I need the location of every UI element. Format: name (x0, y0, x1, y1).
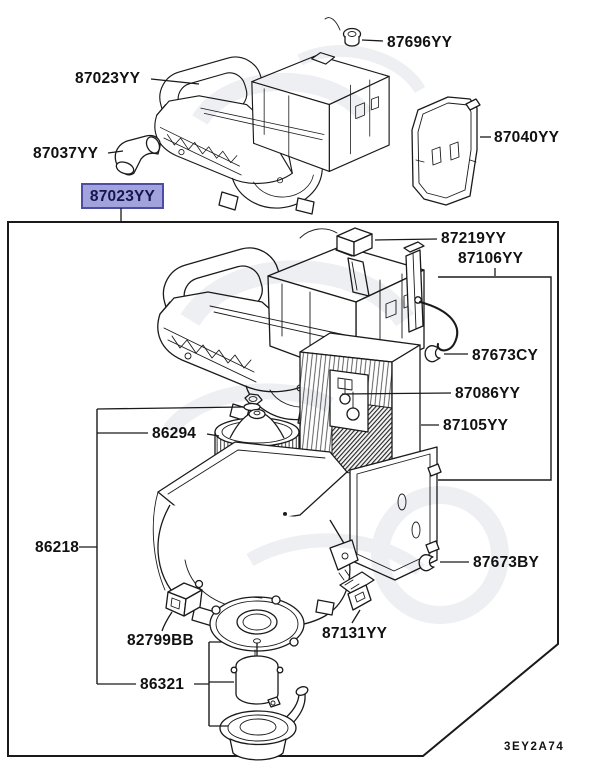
highlighted-part-label-text: 87023YY (90, 188, 156, 205)
evaporator-core-drawing (299, 332, 421, 481)
part-label-86321: 86321 (140, 676, 184, 693)
detail-box-border (7, 221, 559, 757)
part-label-82799bb: 82799BB (127, 632, 194, 649)
detail-box: 87219YY 87106YY 87673CY 87086YY 87105YY … (7, 221, 564, 761)
part-label-87037yy: 87037YY (33, 145, 99, 162)
part-label-87040yy: 87040YY (494, 129, 560, 146)
part-label-87696yy: 87696YY (387, 34, 453, 51)
part-label-87086yy: 87086YY (455, 385, 521, 402)
part-label-87219yy: 87219YY (441, 230, 507, 247)
part-label-87106yy: 87106YY (458, 250, 524, 267)
heater-unit-drawing-top (152, 50, 390, 215)
resistor-87131-drawing (338, 569, 375, 611)
wiring-harness-87106-drawing (414, 296, 459, 352)
callout-lines-top (107, 39, 491, 154)
part-label-87023yy-top: 87023YY (75, 70, 141, 87)
side-panel-drawing (411, 96, 481, 206)
part-label-86294: 86294 (152, 425, 196, 442)
part-label-87131yy: 87131YY (322, 625, 388, 642)
top-exploded-view: 87696YY 87023YY 87037YY 87040YY 87023YY (33, 17, 560, 221)
watermark-box (163, 260, 509, 624)
part-label-87105yy: 87105YY (443, 417, 509, 434)
cooling-tube-drawing (219, 686, 309, 761)
hose-drawing (114, 134, 161, 176)
clip-87673cy-drawing (424, 345, 441, 363)
blower-motor-drawing (230, 638, 284, 708)
grommet-drawing (324, 17, 362, 47)
part-label-86218: 86218 (35, 539, 79, 556)
part-label-87673cy: 87673CY (472, 347, 538, 364)
watermark-top (192, 45, 426, 126)
relay-82799-drawing (165, 579, 204, 617)
highlighted-part-label-87023yy[interactable]: 87023YY (81, 183, 164, 221)
diagram-code: 3EY2A74 (504, 741, 564, 753)
callout-lines-box (79, 238, 552, 727)
